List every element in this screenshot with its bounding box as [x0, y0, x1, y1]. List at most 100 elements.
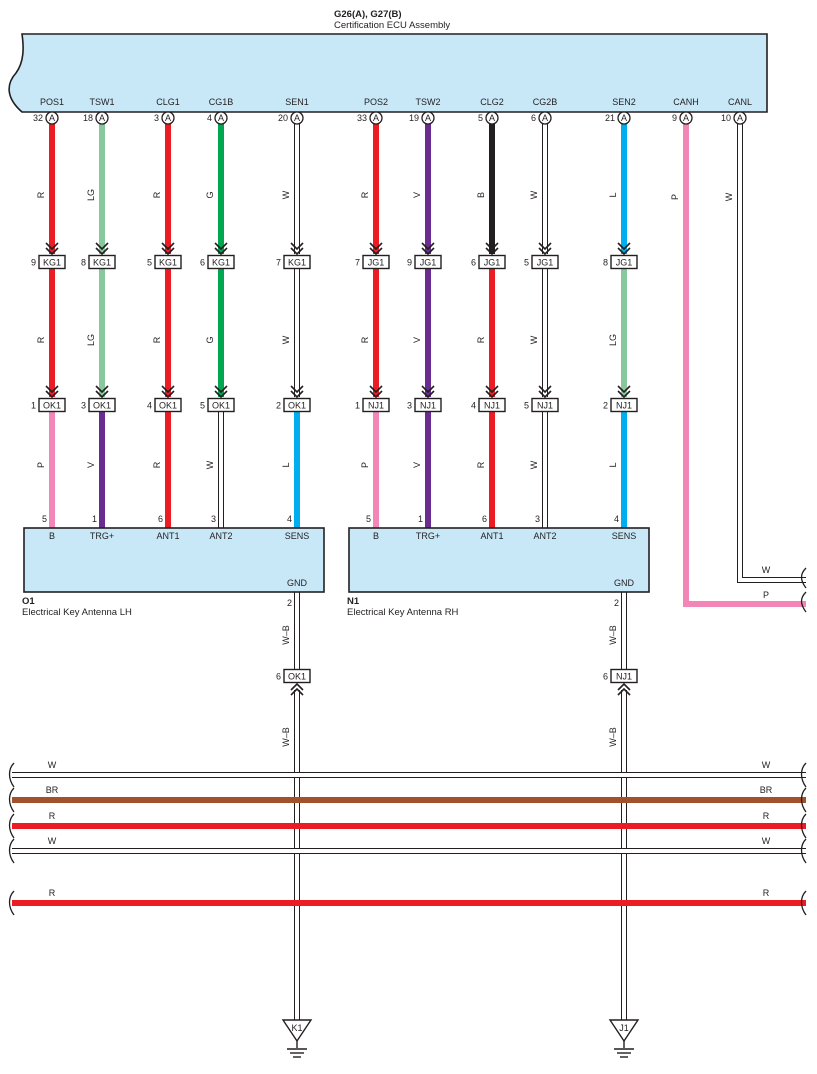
circuit-4-seg3-label: W — [205, 460, 215, 469]
circuit-9-j1-conn: JG1 — [537, 258, 554, 268]
circuit-7-j2-box — [414, 397, 442, 413]
circuit-6-j2-chevron-b — [369, 385, 383, 394]
circuit-8-seg2-label: R — [476, 336, 486, 343]
antenna-lh-gnd-junction-box — [283, 668, 311, 684]
antenna-lh-ground-label: K1 — [291, 1023, 302, 1033]
circuit-5-j2-chevron-a — [290, 390, 304, 399]
circuit-3-j2-chevron-a — [161, 390, 175, 399]
ecu-pin-conn: A — [294, 113, 300, 123]
circuit-6-j2-pin: 1 — [355, 401, 360, 411]
ecu-box — [8, 33, 768, 113]
circuit-10-j2-chevron-b — [617, 385, 631, 394]
circuit-8-j2-chevron-b — [485, 385, 499, 394]
circuit-2-j2-chevron-a — [95, 390, 109, 399]
ecu-pin-conn: A — [542, 113, 548, 123]
circuit-1-j1-chevron-a — [45, 247, 59, 256]
circuit-9-j1-pin: 5 — [524, 258, 529, 268]
circuit-10-seg3-label: L — [608, 462, 618, 467]
bus-3-break-right — [800, 813, 807, 839]
circuit-5-j1-pin: 7 — [276, 258, 281, 268]
ecu-pin-number: 33 — [357, 113, 367, 123]
antenna-rh-gnd-junction-conn: NJ1 — [616, 672, 632, 682]
can-h-wire — [683, 124, 806, 607]
circuit-10-j1-chevron-a — [617, 247, 631, 256]
circuit-7-j1-pin: 9 — [407, 258, 412, 268]
circuit-1-j2-chevron-b — [45, 385, 59, 394]
bus-2-label-left: BR — [46, 785, 59, 795]
ecu-pin-number: 20 — [278, 113, 288, 123]
circuit-5-device-pin: 4 — [287, 514, 292, 524]
circuit-7-j1-conn: JG1 — [420, 258, 437, 268]
circuit-4-j2-chevron-b — [214, 385, 228, 394]
ecu-pin-circle — [214, 111, 228, 125]
circuit-6-seg2-label: R — [360, 336, 370, 343]
ecu-pin-conn: A — [165, 113, 171, 123]
antenna-rh-gnd-label: GND — [614, 578, 635, 588]
circuit-9-j1-chevron-a — [538, 247, 552, 256]
antenna-lh-gnd-junction-chevron-a — [290, 682, 304, 691]
circuit-2-device-terminal: TRG+ — [90, 531, 114, 541]
circuit-2-j2-box — [88, 397, 116, 413]
antenna-lh-gnd-junction-chevron-b — [290, 687, 304, 696]
bus-2-break-left — [8, 787, 15, 813]
circuit-10-seg1-label: L — [608, 192, 618, 197]
circuit-9-j2-pin: 5 — [524, 401, 529, 411]
bus-1-label-right: W — [762, 760, 771, 770]
circuit-7-device-terminal: TRG+ — [416, 531, 440, 541]
ecu-pin-name-canl: CANL — [728, 97, 752, 107]
can-l-wire — [737, 124, 806, 583]
bus-1-break-left — [8, 762, 15, 788]
ecu-pin-conn: A — [621, 113, 627, 123]
circuit-1-device-pin: 5 — [42, 514, 47, 524]
circuit-7-device-pin: 1 — [418, 514, 423, 524]
circuit-5-seg3-label: L — [281, 462, 291, 467]
circuit-8-seg1-label: B — [476, 192, 486, 198]
circuit-2-j2-conn: OK1 — [93, 401, 111, 411]
bus-1-label-left: W — [48, 760, 57, 770]
circuit-4-j2-box — [207, 397, 235, 413]
circuit-7-j2-chevron-b — [421, 385, 435, 394]
can-h-run-label: P — [763, 590, 769, 600]
ecu-pin-number: 18 — [83, 113, 93, 123]
circuit-8-device-terminal: ANT1 — [480, 531, 503, 541]
ecu-pin-conn: A — [99, 113, 105, 123]
circuit-2-j1-conn: KG1 — [93, 258, 111, 268]
circuit-9-seg1-label: W — [529, 190, 539, 199]
circuit-9-seg2-label: W — [529, 335, 539, 344]
antenna-rh-ground-label: J1 — [619, 1023, 629, 1033]
circuit-3-seg3-label: R — [152, 461, 162, 468]
circuit-9-j2-chevron-b — [538, 385, 552, 394]
bus-1-break-right — [800, 762, 807, 788]
ecu-pin-conn: A — [489, 113, 495, 123]
ecu-pin-circle — [617, 111, 631, 125]
circuit-4-j1-chevron-b — [214, 242, 228, 251]
antenna-lh-name: Electrical Key Antenna LH — [22, 607, 132, 618]
can-l-wire-label: W — [724, 192, 734, 201]
bus-5-label-left: R — [49, 888, 56, 898]
circuit-6-j2-chevron-a — [369, 390, 383, 399]
circuit-10-j1-box — [610, 254, 638, 270]
ecu-pin-conn: A — [373, 113, 379, 123]
circuit-6-seg1-label: R — [360, 191, 370, 198]
circuit-2-j1-pin: 8 — [81, 258, 86, 268]
ecu-pin-name-tsw2: TSW2 — [415, 97, 440, 107]
ecu-pin-name-sen2: SEN2 — [612, 97, 636, 107]
circuit-5-device-terminal: SENS — [285, 531, 310, 541]
ecu-pin-number: 5 — [478, 113, 483, 123]
circuit-7-j1-chevron-b — [421, 242, 435, 251]
antenna-lh-box — [23, 527, 325, 593]
antenna-lh-gnd-label: GND — [287, 578, 308, 588]
circuit-5-seg1-label: W — [281, 190, 291, 199]
antenna-lh-gnd-junction-pin: 6 — [276, 672, 281, 682]
bus-5-break-left — [8, 890, 15, 916]
ecu-pin-circle — [161, 111, 175, 125]
circuit-5-j1-conn: KG1 — [288, 258, 306, 268]
circuit-5-j2-conn: OK1 — [288, 401, 306, 411]
ecu-pin-number: 10 — [721, 113, 731, 123]
circuit-9-seg3-label: W — [529, 460, 539, 469]
bus-4-label-left: W — [48, 836, 57, 846]
circuit-7-j2-conn: NJ1 — [420, 401, 436, 411]
circuit-9-j1-chevron-b — [538, 242, 552, 251]
antenna-rh-name: Electrical Key Antenna RH — [347, 607, 459, 618]
circuit-4-device-terminal: ANT2 — [209, 531, 232, 541]
